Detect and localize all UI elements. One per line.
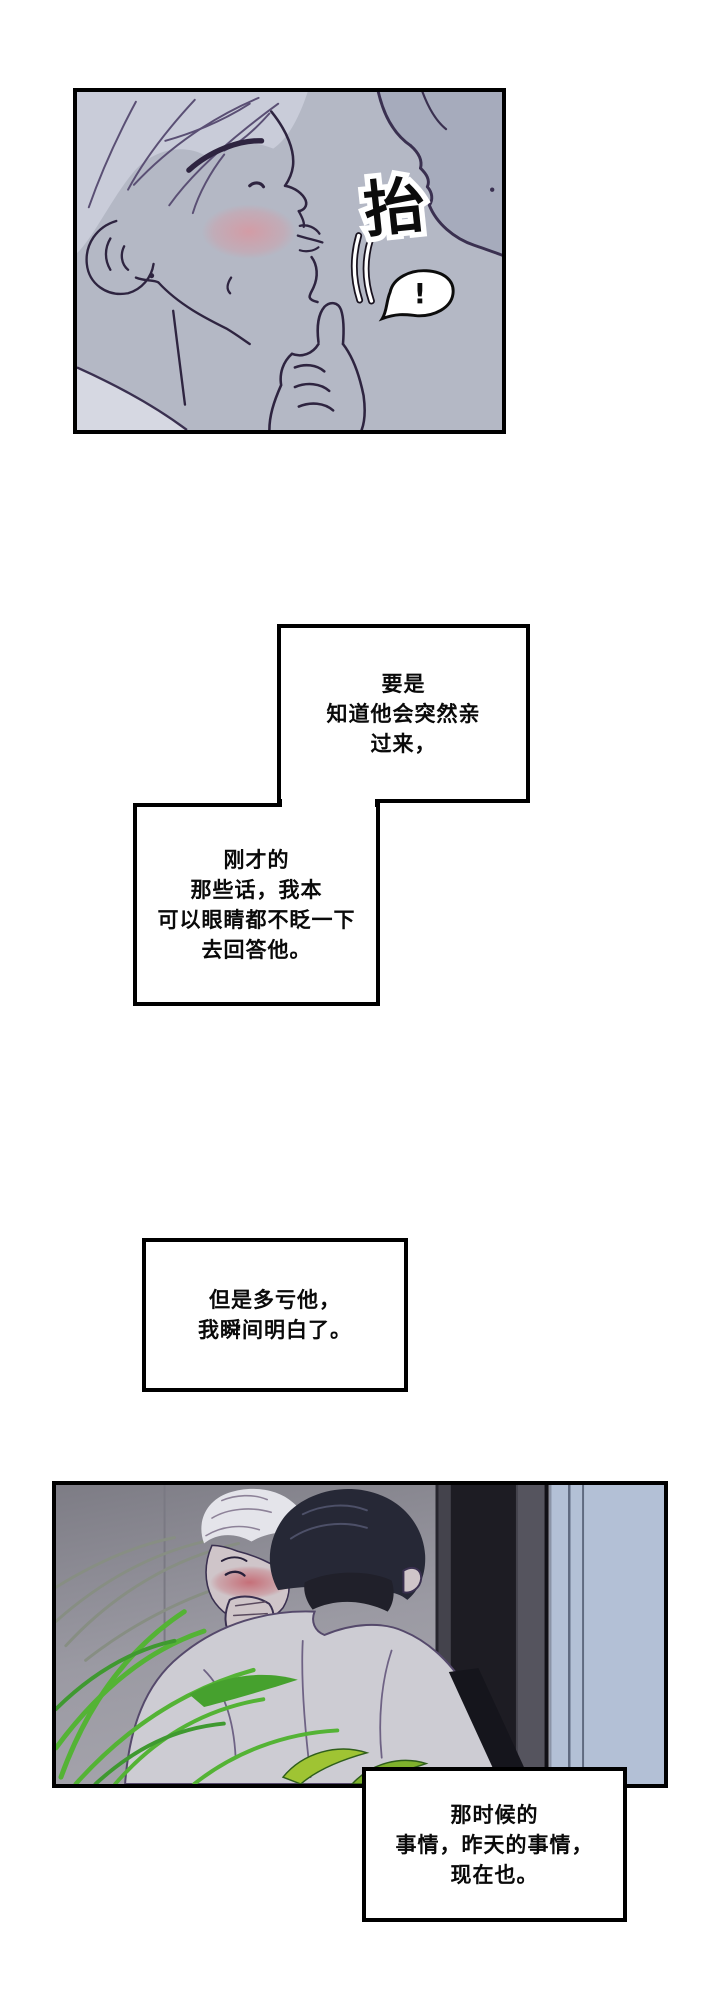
exclamation-text: ! xyxy=(414,279,427,310)
shirt xyxy=(77,367,187,430)
narration-box-3-text: 但是多亏他， 我瞬间明白了。 xyxy=(198,1285,352,1345)
ear xyxy=(85,219,160,296)
second-person-eye-dot xyxy=(490,187,495,192)
narration-line: 过来， xyxy=(370,731,437,756)
dark-hair-highlights xyxy=(289,1504,368,1540)
sfx-lift-text: 抬 xyxy=(361,171,429,247)
narration-line: 事情，昨天的事情， xyxy=(395,1832,594,1857)
plant-yellow-leaf-1 xyxy=(281,1748,370,1784)
narration-box-2-text: 刚才的 那些话，我本 可以眼睛都不眨一下 去回答他。 xyxy=(158,845,356,965)
narration-line: 可以眼睛都不眨一下 xyxy=(157,907,356,932)
panel-top-closeup: 抬 ! xyxy=(73,88,506,434)
plant-blades xyxy=(56,1609,340,1784)
panel-bottom-artwork xyxy=(56,1485,664,1784)
narration-line: 那些话，我本 xyxy=(190,877,323,902)
man-ear xyxy=(402,1567,423,1594)
jaw-neck-lines xyxy=(157,276,251,406)
motion-lines xyxy=(350,232,375,305)
narration-box-2: 刚才的 那些话，我本 可以眼睛都不眨一下 去回答他。 xyxy=(133,803,380,1006)
narration-box-4: 那时候的 事情，昨天的事情， 现在也。 xyxy=(362,1767,627,1922)
narration-box-3: 但是多亏他， 我瞬间明白了。 xyxy=(142,1238,408,1392)
plant-leaf-fill xyxy=(189,1674,298,1708)
narration-line: 但是多亏他， xyxy=(209,1288,341,1312)
panel-bottom-scene xyxy=(52,1481,668,1788)
narration-box-1: 要是 知道他会突然亲 过来， xyxy=(277,624,530,803)
narration-line: 要是 xyxy=(381,671,426,696)
window xyxy=(550,1485,664,1784)
speech-bubble xyxy=(378,269,455,322)
narration-box-4-text: 那时候的 事情，昨天的事情， 现在也。 xyxy=(396,1800,594,1890)
second-person-profile xyxy=(376,92,502,257)
narration-line: 现在也。 xyxy=(450,1862,539,1887)
hand xyxy=(268,301,366,430)
black-collar xyxy=(304,1572,394,1612)
narration-line: 知道他会突然亲 xyxy=(326,701,481,726)
earring xyxy=(149,273,155,279)
panel-top-artwork: 抬 ! xyxy=(77,92,502,430)
shirt-edge xyxy=(77,366,188,430)
blush-kiss xyxy=(209,1565,289,1599)
box-junction-opening xyxy=(282,797,375,809)
second-person-shadow xyxy=(378,92,502,255)
narration-line: 我瞬间明白了。 xyxy=(198,1318,352,1342)
narration-line: 刚才的 xyxy=(223,847,290,872)
blush xyxy=(201,204,296,260)
closed-eye xyxy=(220,1556,248,1577)
narration-line: 去回答他。 xyxy=(201,937,312,962)
suspender-strap xyxy=(448,1668,532,1784)
dark-hair-head xyxy=(269,1489,426,1602)
narration-box-1-text: 要是 知道他会突然亲 过来， xyxy=(327,669,481,759)
white-hair-strands xyxy=(205,1494,272,1537)
narration-line: 那时候的 xyxy=(450,1802,539,1827)
door-edge xyxy=(517,1485,547,1784)
face-profile xyxy=(186,110,324,304)
